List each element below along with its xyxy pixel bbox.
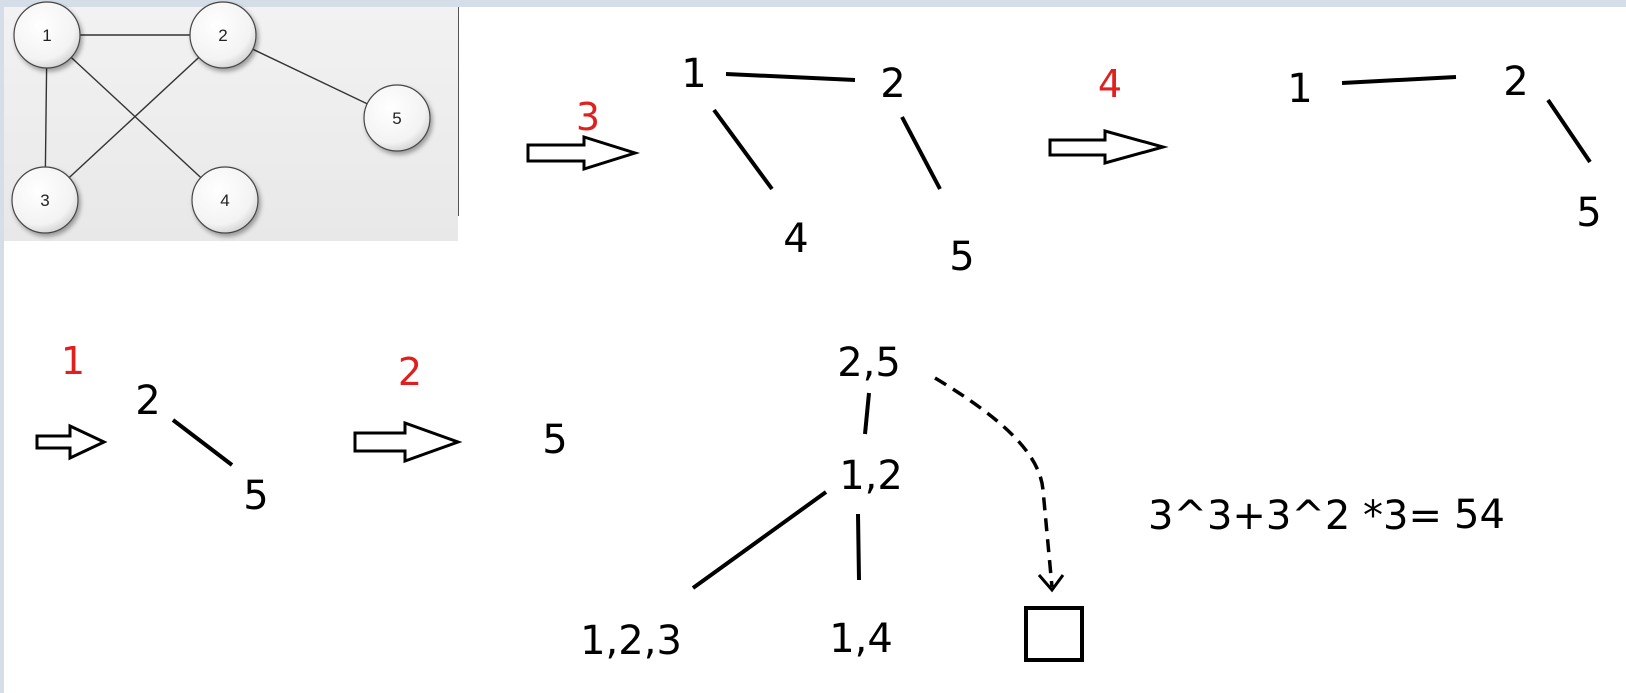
- stage2-edge-1-2: [1341, 75, 1457, 85]
- stage2-node-5: 5: [1576, 190, 1601, 236]
- stage1-node-4: 4: [783, 216, 808, 262]
- window-top-border: [0, 0, 1626, 7]
- svg-text:5: 5: [392, 109, 401, 128]
- stage2-edge-2-5: [1546, 98, 1592, 164]
- formula-result: 54: [1454, 492, 1505, 538]
- tree-edge-child-leaf-left: [691, 490, 828, 590]
- decomposition-tree: 2,5 1,2 1,2,3 1,4: [580, 340, 1084, 664]
- stage3-edge-2-5: [171, 418, 234, 467]
- stage3-node-5: 5: [243, 473, 268, 519]
- stage1-node-2: 2: [880, 61, 905, 107]
- arrow-step-2: [353, 420, 463, 464]
- stage-1: 1 2 4 5: [681, 51, 974, 280]
- tree-leaf-right: 1,4: [829, 616, 893, 662]
- graph-node-1: 1: [13, 1, 81, 69]
- stage-3: 2 5: [135, 378, 268, 519]
- svg-text:1: 1: [42, 26, 51, 45]
- graph-node-2: 2: [189, 1, 257, 69]
- stage3-node-2: 2: [135, 378, 160, 424]
- step-label-2: 2: [398, 350, 422, 394]
- window-left-border: [0, 0, 4, 693]
- graph-node-3: 3: [11, 166, 79, 234]
- stage1-node-1: 1: [681, 51, 706, 97]
- stage2-node-2: 2: [1503, 59, 1528, 105]
- stage1-node-5: 5: [949, 234, 974, 280]
- step-label-1: 1: [61, 339, 85, 383]
- svg-text:3: 3: [40, 191, 49, 210]
- svg-text:4: 4: [220, 191, 229, 210]
- tree-edge-root-child: [863, 392, 871, 435]
- graph-edge-2-3: [44, 34, 224, 201]
- stage1-edge-1-4: [712, 108, 774, 191]
- arrow-step-3: [526, 134, 641, 172]
- svg-text:2: 2: [218, 26, 227, 45]
- step-label-3: 3: [576, 95, 600, 139]
- arrow-step-4: [1048, 129, 1169, 165]
- empty-set-box: [1024, 606, 1084, 662]
- tree-root: 2,5: [837, 340, 901, 386]
- tree-leaf-left: 1,2,3: [580, 618, 682, 664]
- graph-node-5: 5: [363, 84, 431, 152]
- stage2-node-1: 1: [1287, 66, 1312, 112]
- stage-2: 1 2 5: [1287, 59, 1601, 236]
- graph-node-4: 4: [191, 166, 259, 234]
- tree-child: 1,2: [839, 453, 903, 499]
- tree-edge-root-dashed: [934, 376, 1054, 588]
- stage4-node-5: 5: [542, 417, 567, 463]
- stage1-edge-2-5: [900, 116, 942, 190]
- tree-edge-child-leaf-right: [856, 513, 861, 581]
- stage1-edge-1-2: [725, 72, 856, 82]
- formula: 3^3+3^2 *3=: [1148, 493, 1442, 539]
- arrow-step-1: [35, 423, 108, 461]
- step-label-4: 4: [1098, 62, 1122, 106]
- input-graph: 1 2 3 4 5: [11, 1, 431, 234]
- panel-divider: [458, 7, 459, 216]
- dashed-arrowhead: [1037, 574, 1065, 593]
- graph-edge-1-4: [46, 34, 226, 201]
